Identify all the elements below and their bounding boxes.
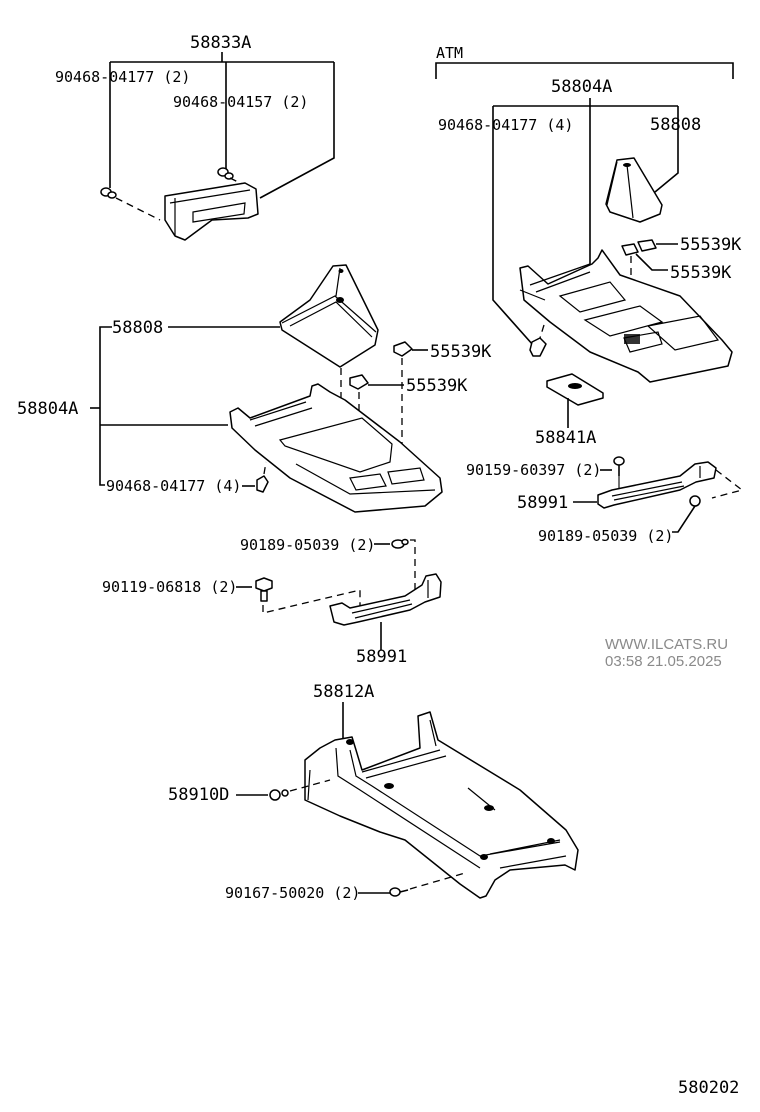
console-box-58812A bbox=[304, 711, 579, 899]
bolt-icon bbox=[255, 577, 273, 602]
top-left-assembly-group: 58833A 90468-04177 (2) 90468-04157 (2) bbox=[55, 33, 335, 241]
clip-icon bbox=[256, 475, 269, 493]
clip-icon bbox=[100, 187, 117, 199]
plug-icon bbox=[621, 243, 639, 256]
plug-icon bbox=[349, 374, 369, 390]
label-mt-90468-04177-4[interactable]: 90468-04177 (4) bbox=[106, 477, 241, 495]
watermark-site: WWW.ILCATS.RU bbox=[605, 636, 729, 653]
label-mid-90119-06818-2[interactable]: 90119-06818 (2) bbox=[102, 578, 237, 596]
pad-58841A bbox=[546, 373, 604, 406]
atm-label[interactable]: ATM bbox=[436, 44, 463, 62]
label-atm-90189-05039-2[interactable]: 90189-05039 (2) bbox=[538, 527, 673, 545]
mid-bracket-group: 90189-05039 (2) 90119-06818 (2) 58991 bbox=[102, 536, 442, 667]
label-58833A[interactable]: 58833A bbox=[190, 33, 251, 53]
label-atm-55539K-b[interactable]: 55539K bbox=[670, 263, 732, 283]
mt-group: 58808 58804A 90468-04177 (4) 55539K bbox=[17, 264, 492, 513]
label-mid-90189-05039-2[interactable]: 90189-05039 (2) bbox=[240, 536, 375, 554]
console-panel-58833A bbox=[164, 182, 259, 241]
label-mt-58804A[interactable]: 58804A bbox=[17, 399, 78, 419]
label-atm-55539K-a[interactable]: 55539K bbox=[680, 235, 742, 255]
clip-icon bbox=[529, 337, 547, 357]
label-atm-58991[interactable]: 58991 bbox=[517, 493, 568, 513]
shift-boot-mt bbox=[279, 264, 379, 368]
atm-group: ATM 58804A 90468-04177 (4) 58808 55539K … bbox=[435, 44, 744, 545]
watermark: WWW.ILCATS.RU 03:58 21.05.2025 bbox=[605, 636, 728, 670]
console-mt-58804A bbox=[229, 383, 443, 513]
screw-icon bbox=[389, 887, 409, 897]
label-atm-58804A[interactable]: 58804A bbox=[551, 77, 612, 97]
atm-bracket-line bbox=[435, 62, 734, 79]
label-90167-50020-2[interactable]: 90167-50020 (2) bbox=[225, 884, 360, 902]
label-atm-58841A[interactable]: 58841A bbox=[535, 428, 596, 448]
label-mid-58991[interactable]: 58991 bbox=[356, 647, 407, 667]
fastener-icon bbox=[269, 789, 289, 801]
label-mt-55539K-b[interactable]: 55539K bbox=[406, 376, 468, 396]
label-atm-90468-04177-4[interactable]: 90468-04177 (4) bbox=[438, 116, 573, 134]
label-58812A[interactable]: 58812A bbox=[313, 682, 374, 702]
leader-atm-58804A bbox=[492, 98, 679, 346]
label-90468-04157-2[interactable]: 90468-04157 (2) bbox=[173, 93, 308, 111]
bracket-58991-atm bbox=[597, 461, 717, 509]
label-atm-90159-60397-2[interactable]: 90159-60397 (2) bbox=[466, 461, 601, 479]
console-atm-58804A bbox=[519, 249, 733, 383]
label-mt-55539K-a[interactable]: 55539K bbox=[430, 342, 492, 362]
label-atm-58808[interactable]: 58808 bbox=[650, 115, 701, 135]
nut-icon bbox=[391, 538, 409, 549]
plug-icon bbox=[637, 239, 657, 252]
page-code: 580202 bbox=[678, 1078, 739, 1098]
screw-icon bbox=[613, 456, 625, 476]
clip-icon bbox=[217, 167, 234, 180]
nut-icon bbox=[689, 495, 701, 507]
label-58910D[interactable]: 58910D bbox=[168, 785, 229, 805]
leader-58833A bbox=[109, 52, 335, 199]
rear-box-group: 58812A 58910D 90167-50020 (2) bbox=[168, 682, 579, 902]
label-90468-04177-2[interactable]: 90468-04177 (2) bbox=[55, 68, 190, 86]
shift-boot-atm bbox=[605, 157, 663, 223]
watermark-timestamp: 03:58 21.05.2025 bbox=[605, 653, 722, 670]
label-mt-58808[interactable]: 58808 bbox=[112, 318, 163, 338]
plug-icon bbox=[393, 341, 413, 357]
bracket-58991-mid bbox=[329, 573, 442, 626]
